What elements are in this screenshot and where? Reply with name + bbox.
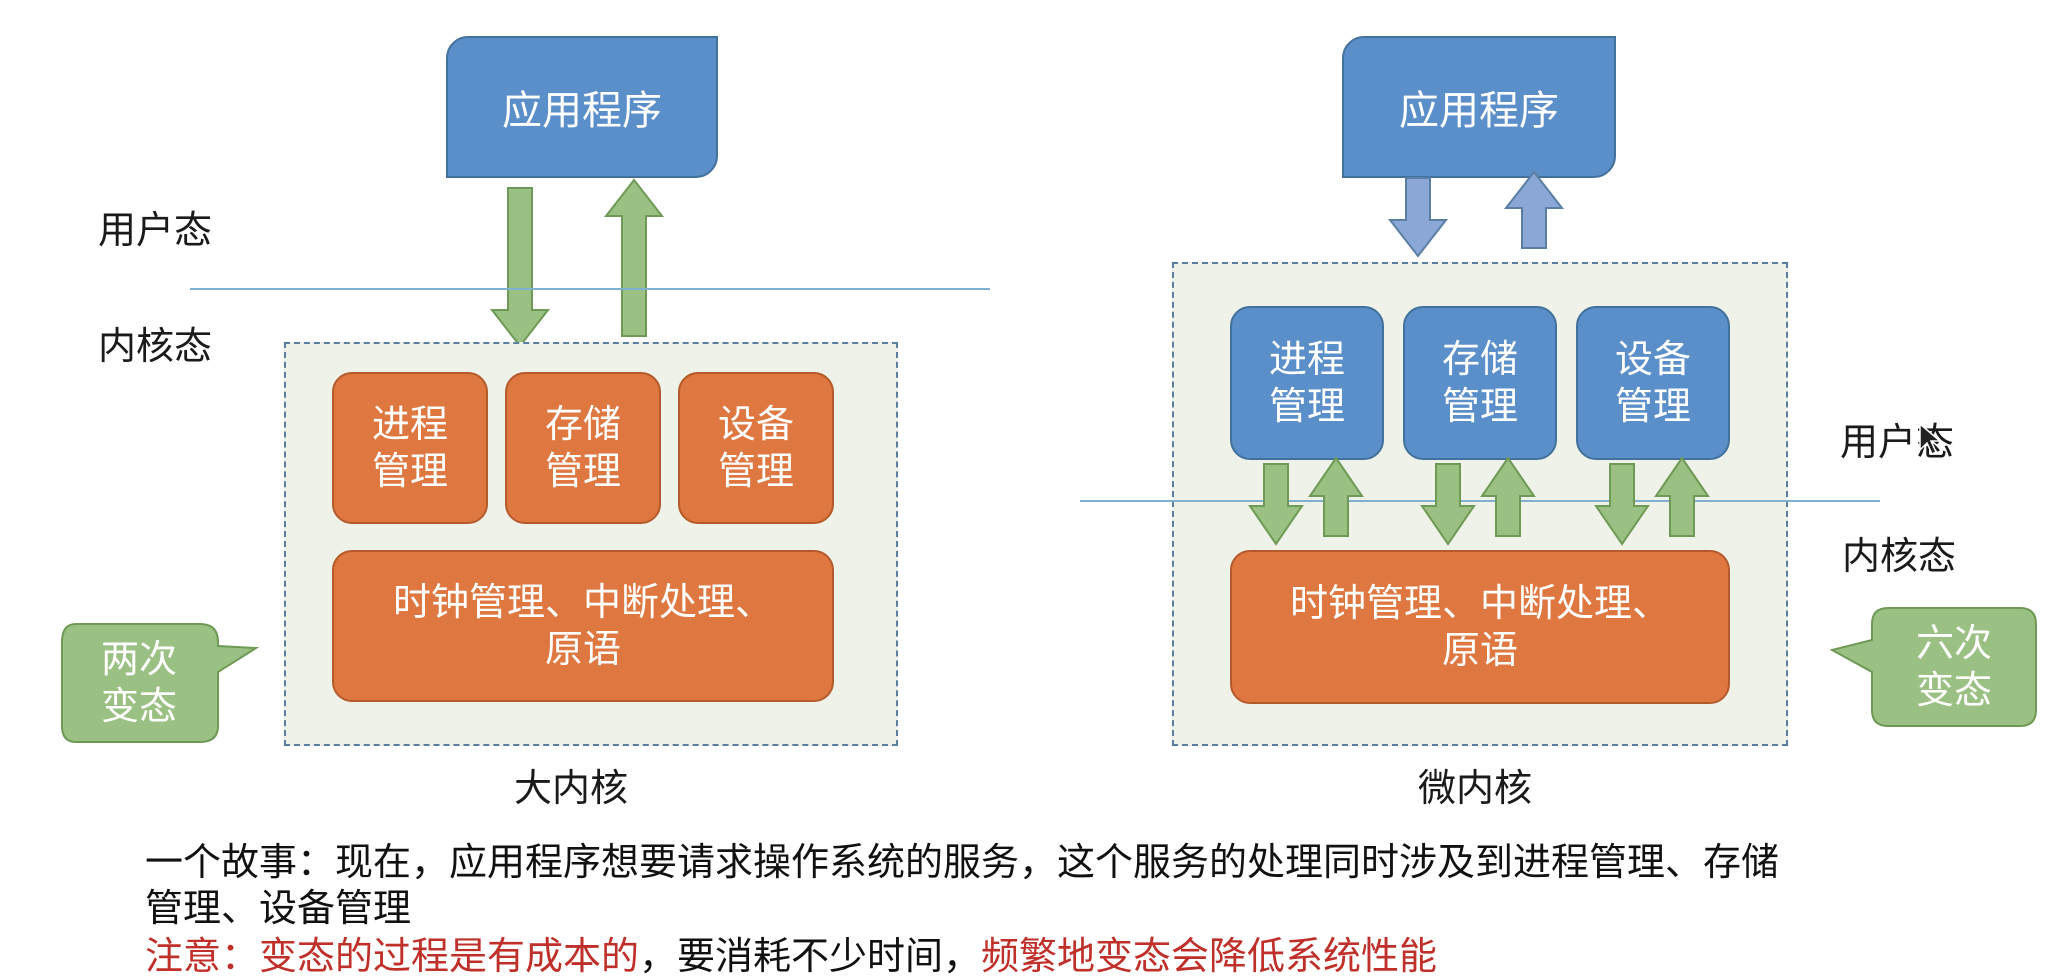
left-core-services: 时钟管理、中断处理、 原语 [332,550,834,702]
right-device-module-label: 设备 管理 [1614,336,1691,429]
right-device-down-arrow [1594,463,1650,546]
note-time-text: ，要消耗不少时间， [639,934,982,978]
right-storage-down-arrow [1420,463,1476,546]
right-application-label: 应用程序 [1399,88,1559,134]
note-cost-text: 注意：变态的过程是有成本的 [145,934,640,978]
right-application-box: 应用程序 [1342,36,1616,178]
left-device-module-label: 设备 管理 [717,401,794,494]
right-kernel-mode-label: 内核态 [1842,534,1957,578]
left-up-arrow [603,178,665,337]
left-user-mode-label: 用户态 [98,208,213,252]
right-process-module: 进程 管理 [1230,306,1384,460]
left-storage-module-label: 存储 管理 [544,401,621,494]
right-storage-up-arrow [1480,456,1536,537]
left-down-arrow [489,187,551,348]
right-process-up-arrow [1308,456,1364,537]
left-device-module: 设备 管理 [678,372,834,524]
note-line: 注意：变态的过程是有成本的，要消耗不少时间，频繁地变态会降低系统性能 [145,934,1437,980]
right-process-module-label: 进程 管理 [1268,336,1345,429]
left-kernel-mode-label: 内核态 [98,324,213,368]
left-caption: 大内核 [514,766,629,810]
left-mode-divider [190,288,990,290]
right-caption: 微内核 [1418,766,1533,810]
left-application-label: 应用程序 [502,88,662,134]
left-application-box: 应用程序 [446,36,718,178]
right-callout-label: 六次 变态 [1915,620,1992,713]
right-mode-divider [1080,500,1880,502]
right-top-up-arrow [1503,170,1565,249]
right-storage-module-label: 存储 管理 [1441,336,1518,429]
right-user-mode-label: 用户态 [1840,420,1955,464]
left-core-services-label: 时钟管理、中断处理、 原语 [392,579,773,672]
left-process-module-label: 进程 管理 [371,401,448,494]
story-line-2: 管理、设备管理 [145,886,412,930]
left-callout-label: 两次 变态 [100,636,177,729]
right-core-services: 时钟管理、中断处理、 原语 [1230,550,1730,704]
right-top-down-arrow [1387,177,1449,258]
left-process-module: 进程 管理 [332,372,488,524]
right-device-module: 设备 管理 [1576,306,1730,460]
mouse-cursor-icon [1919,422,1943,456]
left-callout-shape [61,623,260,743]
story-line-1: 一个故事：现在，应用程序想要请求操作系统的服务，这个服务的处理同时涉及到进程管理… [145,840,1780,884]
right-device-up-arrow [1654,456,1710,537]
note-performance-text: 频繁地变态会降低系统性能 [981,934,1438,978]
right-core-services-label: 时钟管理、中断处理、 原语 [1289,580,1670,673]
left-storage-module: 存储 管理 [505,372,661,524]
right-callout-shape [1830,607,2037,727]
right-process-down-arrow [1248,463,1304,546]
right-storage-module: 存储 管理 [1403,306,1557,460]
